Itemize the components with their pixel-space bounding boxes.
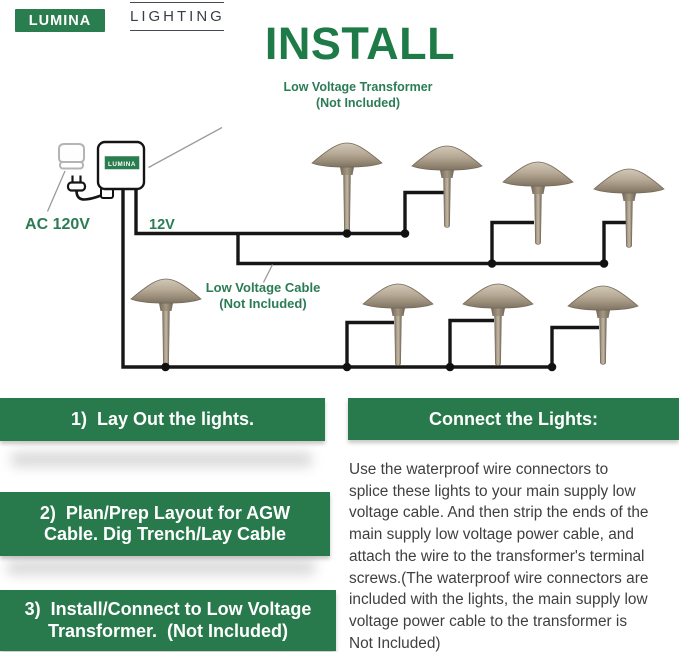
power-plug-icon — [66, 175, 102, 201]
light-cap — [362, 283, 434, 309]
light-cap — [567, 285, 639, 311]
transformer-brand-plate — [104, 155, 140, 170]
transformer-note: Low Voltage Transformer (Not Included) — [238, 80, 478, 111]
cable-note-line2: (Not Included) — [219, 296, 306, 311]
light-cap — [462, 283, 534, 309]
connector-dot — [487, 259, 497, 268]
connect-heading-banner: Connect the Lights: — [348, 398, 679, 440]
wire-second-run — [236, 233, 604, 266]
path-light-5 — [130, 278, 202, 367]
leader-lines — [46, 126, 274, 283]
transformer-brand-text: LUMINA — [108, 161, 136, 168]
connector-dot — [547, 362, 557, 372]
light-cap — [411, 145, 483, 171]
path-light-6 — [362, 283, 434, 366]
wire-connector-dots — [161, 229, 609, 372]
page-title: INSTALL — [264, 18, 456, 69]
leader-transformer — [148, 126, 223, 169]
light-stem — [625, 199, 633, 248]
path-light-8 — [567, 285, 639, 365]
cable-note-line1: Low Voltage Cable — [206, 280, 321, 295]
connect-heading: Connect the Lights: — [429, 408, 598, 429]
light-stem — [534, 192, 542, 245]
banner-shadow — [6, 560, 316, 575]
path-light-7 — [462, 283, 534, 366]
wire-branch-light3 — [490, 220, 534, 264]
light-stem — [599, 316, 607, 365]
output-voltage-label: 12V — [149, 217, 175, 233]
connect-instructions: Use the waterproof wire connectors to sp… — [349, 461, 649, 652]
banner-shadow — [10, 452, 313, 467]
wall-outlet-icon — [58, 143, 85, 170]
brand-logo: LUMINA — [15, 9, 105, 32]
light-stem — [394, 314, 402, 366]
light-stem — [443, 176, 451, 228]
step-banner-2: 2) Plan/Prep Layout for AGW Cable. Dig T… — [0, 492, 330, 556]
connector-dot — [400, 229, 410, 238]
step-banner-3: 3) Install/Connect to Low Voltage Transf… — [0, 590, 336, 651]
step-1-label: 1) Lay Out the lights. — [70, 408, 254, 429]
transformer: LUMINA — [96, 140, 146, 199]
transformer-note-line2: (Not Included) — [315, 95, 400, 110]
light-cap — [502, 161, 574, 187]
connector-dot — [445, 362, 455, 372]
step-banner-1: 1) Lay Out the lights. — [0, 398, 325, 441]
transformer-note-line1: Low Voltage Transformer — [283, 80, 433, 94]
light-stem — [162, 309, 170, 367]
leader-cable — [262, 264, 274, 283]
wire-branch-light4 — [602, 220, 626, 264]
path-light-2 — [411, 145, 483, 228]
connector-dot — [342, 229, 352, 238]
wire-branch-light7 — [448, 318, 494, 367]
low-voltage-wires — [121, 189, 626, 369]
wire-main-run — [121, 189, 552, 369]
wire-12v-run — [134, 189, 444, 236]
connector-dot — [599, 259, 609, 268]
connector-dot — [342, 362, 352, 372]
wire-branch-light8 — [550, 325, 599, 367]
brand-wordmark: LIGHTING — [130, 2, 224, 31]
light-cap — [130, 278, 202, 304]
light-stem — [343, 173, 351, 233]
connector-dot — [161, 362, 170, 372]
path-light-3 — [502, 161, 574, 245]
step-3-label: 3) Install/Connect to Low Voltage Transf… — [24, 599, 312, 641]
ac-voltage-label: AC 120V — [25, 216, 90, 233]
wire-branch-light6 — [345, 320, 394, 367]
path-light-1 — [311, 142, 383, 233]
path-lights-group — [130, 142, 665, 367]
light-stem — [494, 314, 502, 366]
light-cap — [311, 142, 383, 168]
leader-ac — [46, 170, 66, 212]
wiring-diagram: LUMINA AC 120V 12V Low Voltage Cable (No… — [25, 126, 665, 372]
light-cap — [593, 168, 665, 194]
path-light-4 — [593, 168, 665, 248]
brand-logo-text: LUMINA — [28, 12, 92, 29]
step-2-label: 2) Plan/Prep Layout for AGW Cable. Dig T… — [39, 502, 291, 545]
